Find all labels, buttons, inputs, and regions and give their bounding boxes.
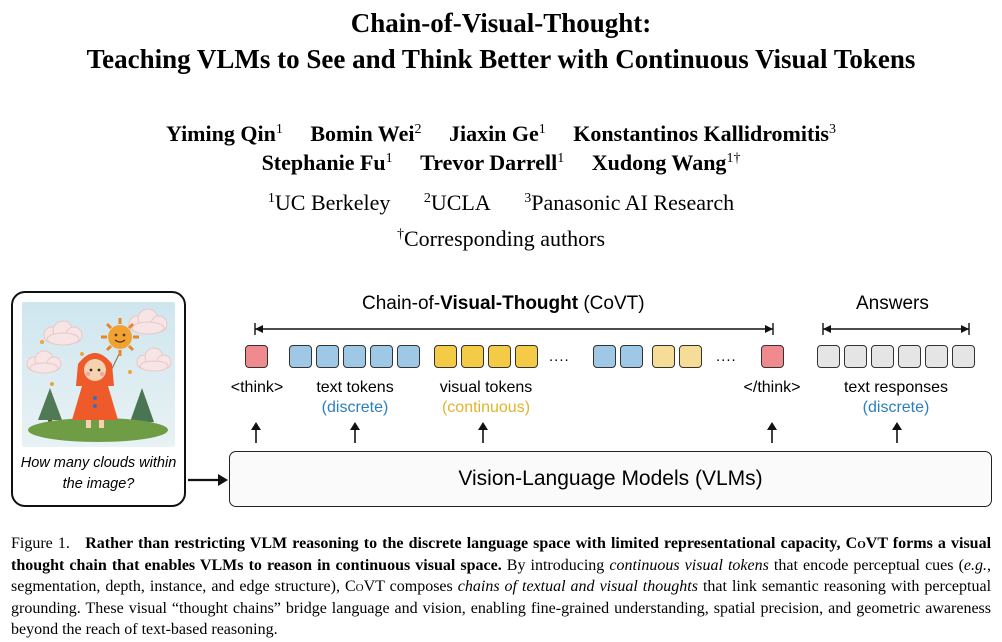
up-arrow-icon [478,422,488,443]
answers-header: Answers [856,293,929,314]
question-text: How many clouds within the image? [20,455,177,492]
covt-span-bracket [254,323,774,335]
author-list-row-2: Stephanie Fu1 Trevor Darrell1 Xudong Wan… [0,149,1002,177]
visual-token [488,345,511,368]
response-token [952,345,975,368]
visual-token [515,345,538,368]
text-token [289,345,312,368]
discrete-tag: (discrete) [862,399,930,416]
response-token [925,345,948,368]
covt-header: Chain-of-Visual-Thought (CoVT) [362,293,645,314]
think-close-label: </think> [743,379,801,396]
text-token [593,345,616,368]
cloud-shape [26,350,62,374]
text-token [370,345,393,368]
doll-figure [72,353,118,428]
visual-token [679,345,702,368]
think-end-token [761,345,784,368]
visual-token [461,345,484,368]
vlm-box: Vision-Language Models (VLMs) [229,451,992,507]
affiliation: 2UCLA [423,190,491,215]
image-to-vlm-arrow [188,474,228,486]
author-name: Bomin Wei2 [310,121,422,146]
text-tokens-label: text tokens (discrete) [300,378,410,418]
think-open-label: <think> [230,379,284,396]
visual-token [652,345,675,368]
continuous-tag: (continuous) [441,399,531,416]
response-token [898,345,921,368]
author-list-row-1: Yiming Qin1 Bomin Wei2 Jiaxin Ge1 Konsta… [0,120,1002,148]
author-name: Xudong Wang1† [591,150,741,175]
ellipsis: .... [549,348,570,365]
paper-title-line-1: Chain-of-Visual-Thought: [350,8,652,38]
corresponding-authors-note: †Corresponding authors [396,226,606,251]
caption-bold-text: Rather than restricting VLM reasoning to… [11,535,992,574]
visual-token [434,345,457,368]
affiliation: 1UC Berkeley [267,190,391,215]
response-token [844,345,867,368]
up-arrow-icon [767,422,777,443]
sun-balloon [99,318,139,395]
cloud-shape [136,347,172,372]
text-token [343,345,366,368]
author-name: Stephanie Fu1 [261,150,393,175]
visual-tokens-label: visual tokens (continuous) [424,378,548,418]
ellipsis: .... [716,348,737,365]
response-token [871,345,894,368]
knitted-doll-illustration [22,302,175,447]
cloud-shape [128,308,168,335]
cloud-shape [43,320,83,346]
up-arrow-icon [251,422,261,443]
response-token [817,345,840,368]
author-name: Konstantinos Kallidromitis3 [573,121,836,146]
affiliations: 1UC Berkeley 2UCLA 3Panasonic AI Researc… [0,189,1002,217]
affiliation: 3Panasonic AI Research [524,190,735,215]
text-token [397,345,420,368]
caption-label: Figure 1. [11,535,70,552]
input-photo [22,302,175,447]
input-image-panel: How many clouds within the image? [11,291,186,507]
paper-title-line-2: Teaching VLMs to See and Think Better wi… [86,44,916,74]
figure-caption: Figure 1. Rather than restricting VLM re… [11,535,992,638]
text-token [316,345,339,368]
author-name: Jiaxin Ge1 [448,121,546,146]
author-name: Yiming Qin1 [166,121,283,146]
author-name: Trevor Darrell1 [420,150,565,175]
text-token [620,345,643,368]
text-responses-label: text responses (discrete) [824,378,968,418]
up-arrow-icon [350,422,360,443]
up-arrow-icon [892,422,902,443]
answers-span-bracket [822,323,970,335]
discrete-tag: (discrete) [321,399,389,416]
think-start-token [245,345,268,368]
